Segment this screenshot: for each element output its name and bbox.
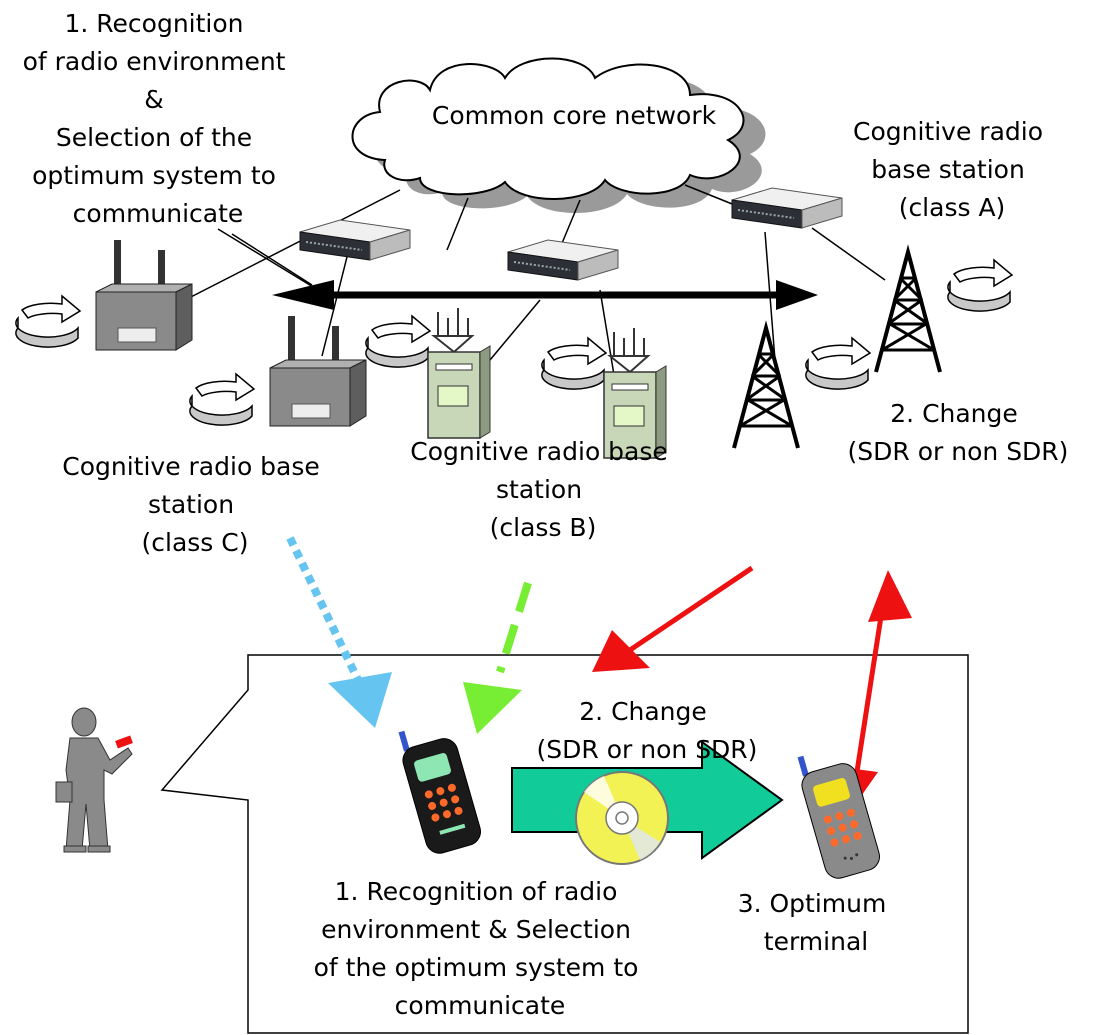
cyan-link-arrow <box>286 536 392 728</box>
change-bubble-label: 2. Change (SDR or non SDR) <box>537 697 758 764</box>
antenna-tower-icon <box>732 326 800 450</box>
antenna-tower-icon <box>874 250 942 374</box>
red-link-arrow <box>592 565 754 672</box>
server-icon <box>731 187 843 229</box>
top-left-label: 1. Recognition of radio environment & Se… <box>23 9 294 228</box>
handset-icon <box>115 735 133 749</box>
rotation-arrow-icon <box>541 337 607 390</box>
rotation-arrow-icon <box>189 373 255 426</box>
optimum-terminal-label: 3. Optimum terminal <box>738 889 895 956</box>
speech-bubble <box>160 654 969 1034</box>
rotation-arrow-icon <box>15 295 81 348</box>
network-links <box>184 184 886 376</box>
cloud-label: Common core network <box>432 101 717 130</box>
class-c-label: Cognitive radio base station (class C) <box>62 452 328 557</box>
backbone-bus <box>272 280 818 310</box>
class-b-label: Cognitive radio base station (class B) <box>410 437 676 542</box>
rotation-arrow-icon <box>365 315 431 368</box>
recognition-bubble-label: 1. Recognition of radio environment & Se… <box>314 877 647 1020</box>
cloud-icon <box>351 57 766 214</box>
server-icon <box>299 219 411 261</box>
person-icon <box>55 707 133 853</box>
class-a-label: Cognitive radio base station (class A) <box>853 117 1051 222</box>
cell-phone-icon <box>398 730 481 854</box>
rotation-arrow-icon <box>947 259 1013 312</box>
cd-icon <box>575 771 669 865</box>
server-icon <box>507 239 619 281</box>
wireless-router-icon <box>95 239 193 351</box>
change-top-label: 2. Change (SDR or non SDR) <box>848 399 1069 466</box>
rotation-arrow-icon <box>805 337 871 390</box>
pointer-line <box>231 233 313 286</box>
radio-cabinet-icon <box>427 307 491 439</box>
wireless-router-icon <box>269 315 367 427</box>
green-link-arrow <box>463 581 532 734</box>
cell-phone-icon <box>797 755 880 879</box>
